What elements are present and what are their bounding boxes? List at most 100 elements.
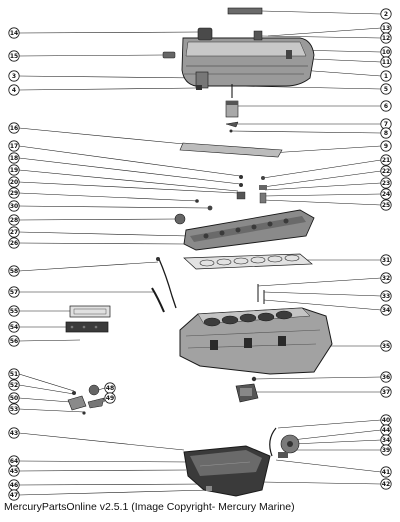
leader-line	[18, 489, 211, 496]
callout-left-51: 51	[8, 368, 20, 380]
callout-left-3: 3	[8, 70, 20, 82]
leader-line	[18, 31, 199, 34]
leader-line	[18, 397, 71, 403]
leader-line	[263, 291, 382, 297]
callout-number: 44	[382, 427, 390, 434]
leader-line	[262, 159, 382, 179]
leader-line	[263, 299, 382, 311]
part-side-cover-gasket	[69, 305, 111, 318]
callout-number: 5	[384, 86, 388, 93]
callout-number: 8	[384, 130, 388, 137]
callout-number: 34	[382, 437, 390, 444]
callout-number: 17	[10, 143, 18, 150]
part-valve-hardware	[236, 175, 267, 204]
callout-left-54: 54	[8, 321, 20, 333]
callout-number: 19	[10, 167, 18, 174]
callout-number: 33	[382, 293, 390, 300]
callout-number: 24	[382, 191, 390, 198]
part-oil-pan	[183, 445, 271, 497]
callout-left-46: 46	[8, 479, 20, 491]
part-dipstick-tube	[151, 287, 165, 313]
callout-left-47: 47	[8, 489, 20, 501]
leader-line	[264, 182, 382, 191]
callout-left-15: 15	[8, 50, 20, 62]
leader-line	[261, 10, 382, 15]
callout-left-56: 56	[8, 335, 20, 347]
leader-line	[18, 157, 241, 185]
callout-right-22: 22	[380, 165, 392, 177]
leader-line	[253, 376, 382, 380]
callout-left-55: 55	[8, 305, 20, 317]
callout-number: 57	[10, 289, 18, 296]
callout-mid-48: 48	[104, 382, 116, 394]
callout-number: 12	[382, 35, 390, 42]
callout-left-16: 16	[8, 122, 20, 134]
leader-line	[263, 193, 382, 197]
leader-line	[18, 261, 159, 272]
leader-line	[231, 130, 382, 134]
leader-line	[18, 242, 187, 245]
leader-line	[299, 69, 382, 77]
leader-line	[18, 373, 75, 392]
callout-number: 28	[10, 217, 18, 224]
callout-left-30: 30	[8, 200, 20, 212]
callout-number: 14	[10, 30, 18, 37]
callout-right-12: 12	[380, 32, 392, 44]
callout-number: 49	[106, 395, 114, 402]
callout-number: 50	[10, 395, 18, 402]
leader-line	[18, 408, 85, 413]
callout-number: 42	[382, 481, 390, 488]
callout-number: 53	[10, 406, 18, 413]
leader-line	[18, 205, 209, 209]
callout-right-25: 25	[380, 199, 392, 211]
leader-line	[275, 459, 382, 473]
callout-left-17: 17	[8, 140, 20, 152]
copyright-caption: MercuryPartsOnline v2.5.1 (Image Copyrig…	[4, 501, 295, 513]
callout-right-42: 42	[380, 478, 392, 490]
callout-number: 10	[382, 49, 390, 56]
callout-number: 15	[10, 53, 18, 60]
callout-number: 25	[382, 202, 390, 209]
part-engine-block	[179, 307, 333, 375]
leader-line	[18, 54, 164, 57]
callout-labels: 2131210111567892122232425313233343536374…	[8, 8, 392, 501]
callout-left-52: 52	[8, 379, 20, 391]
callout-right-5: 5	[380, 83, 392, 95]
part-fuel-pump	[67, 384, 105, 415]
callout-right-44: 44	[380, 424, 392, 436]
callout-right-21: 21	[380, 154, 392, 166]
leader-line	[269, 145, 382, 154]
callout-right-34: 34	[380, 434, 392, 446]
callout-number: 16	[10, 125, 18, 132]
callout-right-41: 41	[380, 466, 392, 478]
callout-left-28: 28	[8, 214, 20, 226]
leader-line	[18, 218, 177, 221]
part-clip	[162, 51, 176, 59]
part-head-gasket	[183, 253, 313, 270]
leader-line	[291, 439, 382, 445]
callout-right-8: 8	[380, 127, 392, 139]
callout-left-50: 50	[8, 392, 20, 404]
callout-left-14: 14	[8, 27, 20, 39]
callout-number: 46	[10, 482, 18, 489]
callout-number: 37	[382, 389, 390, 396]
part-core-plug	[174, 213, 186, 225]
callout-right-6: 6	[380, 100, 392, 112]
callout-number: 7	[384, 121, 388, 128]
callout-number: 32	[382, 275, 390, 282]
callout-right-9: 9	[380, 140, 392, 152]
leader-line	[18, 181, 239, 194]
callout-left-64: 64	[8, 455, 20, 467]
leader-line	[235, 85, 382, 90]
part-dipstick	[156, 257, 177, 309]
callout-number: 40	[382, 417, 390, 424]
leader-line	[18, 483, 209, 486]
callout-left-29: 29	[8, 187, 20, 199]
leader-line	[18, 127, 185, 145]
callout-right-36: 36	[380, 371, 392, 383]
callout-right-23: 23	[380, 177, 392, 189]
callout-number: 13	[382, 25, 390, 32]
leader-line	[18, 87, 197, 91]
